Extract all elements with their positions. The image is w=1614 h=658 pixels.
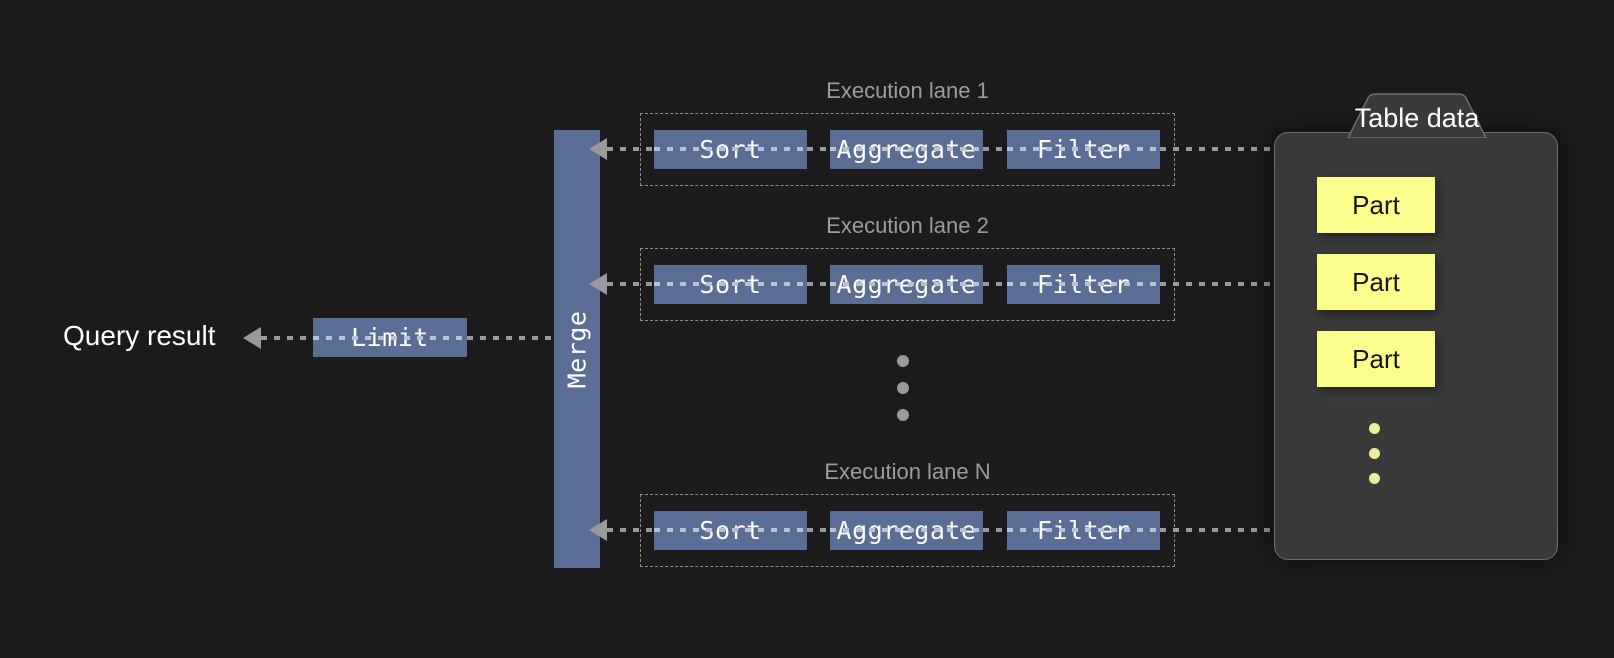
connector-through-filter-lane-n	[1007, 528, 1160, 532]
lane-ellipsis-dot	[897, 382, 909, 394]
connector-aggregate-filter-lane-n	[983, 528, 1008, 532]
arrow-lane-n-to-merge-icon	[589, 519, 607, 541]
part-box[interactable]: Part	[1317, 254, 1435, 310]
table-data-tab-shape-icon	[1347, 93, 1487, 138]
arrow-lane-2-to-merge-icon	[589, 273, 607, 295]
connector-sort-aggregate-lane-n	[807, 528, 831, 532]
table-data-ellipsis-dot	[1369, 473, 1380, 484]
connector-aggregate-filter-lane-1	[983, 147, 1008, 151]
connector-through-aggregate-lane-n	[830, 528, 983, 532]
arrow-lane-1-to-merge-icon	[589, 138, 607, 160]
lane-ellipsis-dot	[897, 409, 909, 421]
connector-through-filter-lane-1	[1007, 147, 1160, 151]
connector-through-filter-lane-2	[1007, 282, 1160, 286]
merge-label: Merge	[562, 310, 592, 388]
lane-ellipsis-dot	[897, 355, 909, 367]
lane-label-n: Execution lane N	[824, 459, 991, 484]
connector-lane-1-to-table-data	[1160, 147, 1270, 151]
part-box[interactable]: Part	[1317, 177, 1435, 233]
connector-sort-aggregate-lane-2	[807, 282, 831, 286]
connector-through-sort-lane-2	[654, 282, 807, 286]
connector-through-limit	[313, 336, 467, 340]
connector-through-sort-lane-1	[654, 147, 807, 151]
table-data-ellipsis-dot	[1369, 448, 1380, 459]
table-data-ellipsis-dot	[1369, 423, 1380, 434]
connector-lane-n-left	[607, 528, 673, 532]
connector-lane-n-to-table-data	[1160, 528, 1270, 532]
part-box[interactable]: Part	[1317, 331, 1435, 387]
query-result-label: Query result	[63, 320, 216, 351]
operator-merge[interactable]: Merge	[554, 130, 600, 568]
lane-label-1: Execution lane 1	[826, 78, 989, 103]
connector-sort-aggregate-lane-1	[807, 147, 831, 151]
lane-label-2: Execution lane 2	[826, 213, 989, 238]
connector-through-sort-lane-n	[654, 528, 807, 532]
connector-through-aggregate-lane-1	[830, 147, 983, 151]
connector-lane-1-left	[607, 147, 673, 151]
connector-limit-to-result	[261, 336, 318, 340]
lane-ellipsis	[897, 355, 909, 421]
table-data-tab: Table data	[1324, 92, 1510, 138]
table-data-ellipsis	[1369, 423, 1380, 484]
connector-lane-2-to-table-data	[1160, 282, 1270, 286]
connector-lane-2-left	[607, 282, 673, 286]
connector-aggregate-filter-lane-2	[983, 282, 1008, 286]
arrow-to-query-result-icon	[243, 327, 261, 349]
connector-merge-to-limit	[467, 336, 555, 340]
table-data-label: Table data	[1354, 102, 1480, 133]
connector-through-aggregate-lane-2	[830, 282, 983, 286]
